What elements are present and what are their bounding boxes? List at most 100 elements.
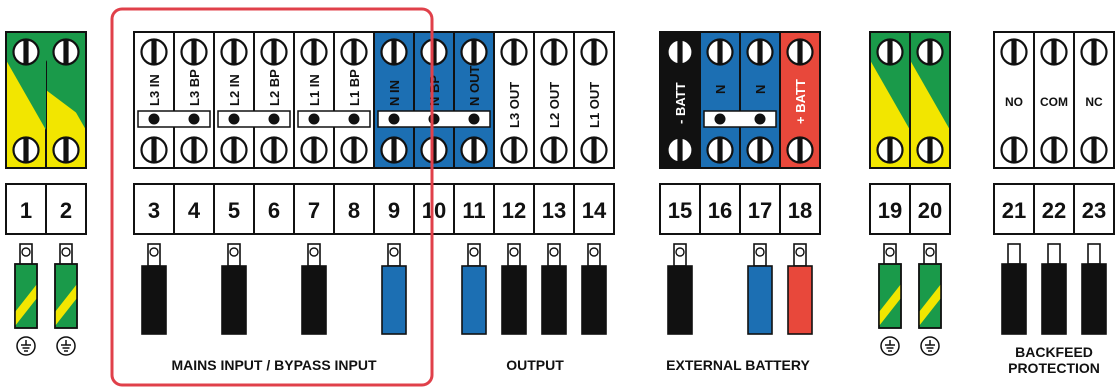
cable-earth-20 [918,243,942,329]
number-12: 12 [502,198,526,223]
number-10: 10 [422,198,446,223]
label-l3-bp: L3 BP [187,69,202,106]
number-23: 23 [1082,198,1106,223]
screw-icon-top-8 [340,38,368,66]
label-l2-in: L2 IN [227,74,242,106]
label-n-in: N IN [387,80,402,106]
group-label-protection: PROTECTION [1008,360,1100,376]
screw-icon-top-3 [140,38,168,66]
label-plus-batt: + BATT [793,79,808,124]
number-7: 7 [308,198,320,223]
group-label-external-battery: EXTERNAL BATTERY [666,357,810,373]
group-label-output: OUTPUT [506,357,564,373]
screw-icon-bottom-8 [340,136,368,164]
number-19: 19 [878,198,902,223]
screw-icon-bottom-12 [500,136,528,164]
screw-icon-top-13 [540,38,568,66]
group-label-backfeed: BACKFEED [1015,344,1093,360]
number-6: 6 [268,198,280,223]
label-l2-bp: L2 BP [267,69,282,106]
number-16: 16 [708,198,732,223]
screw-icon-top-17 [746,38,774,66]
cable-backfeed-22 [1041,243,1067,335]
cable-l1-out [581,243,607,335]
label-l3-out: L3 OUT [507,82,522,128]
screw-icon-bottom-4 [180,136,208,164]
label-n-bp: N BP [427,75,442,106]
screw-icon-top-11 [460,38,488,66]
screw-icon-top-22 [1040,38,1068,66]
number-5: 5 [228,198,240,223]
number-4: 4 [188,198,201,223]
number-8: 8 [348,198,360,223]
screw-icon-top-5 [220,38,248,66]
ground-symbol-icon-1 [16,336,36,356]
screw-icon-bottom-11 [460,136,488,164]
screw-icon-bottom-14 [580,136,608,164]
label-n-17: N [753,85,768,94]
label-nc: NC [1085,95,1103,109]
screw-icon-bottom-23 [1080,136,1108,164]
screw-icon-top-23 [1080,38,1108,66]
number-1: 1 [20,198,32,223]
number-13: 13 [542,198,566,223]
screw-icon-bottom-18 [786,136,814,164]
number-9: 9 [388,198,400,223]
number-3: 3 [148,198,160,223]
screw-icon-bottom-21 [1000,136,1028,164]
number-17: 17 [748,198,772,223]
screw-icon-bottom-6 [260,136,288,164]
screw-icon-top-4 [180,38,208,66]
number-15: 15 [668,198,692,223]
screw-icon-top-19 [876,38,904,66]
number-20: 20 [918,198,942,223]
cable-l2-in [221,243,247,335]
number-2: 2 [60,198,72,223]
cable-earth-1 [14,243,38,329]
label-l1-in: L1 IN [307,74,322,106]
cable-l2-out [541,243,567,335]
screw-icon-bottom-9 [380,136,408,164]
screw-icon-top-15 [666,38,694,66]
screw-icon-bottom-13 [540,136,568,164]
screw-group [12,38,1108,164]
cable-l3-in [141,243,167,335]
label-l3-in: L3 IN [147,74,162,106]
screw-icon-top-10 [420,38,448,66]
terminal-number-row: 1 2 3 4 5 6 7 8 9 10 11 12 13 14 15 16 1… [5,183,1115,235]
screw-icon-bottom-7 [300,136,328,164]
label-l2-out: L2 OUT [547,82,562,128]
screw-icon-bottom-5 [220,136,248,164]
screw-icon-top-6 [260,38,288,66]
cable-earth-19 [878,243,902,329]
ground-symbol-group [16,336,940,356]
screw-icon-bottom-15 [666,136,694,164]
screw-icon-top-2 [52,38,80,66]
screw-icon-bottom-20 [916,136,944,164]
screw-icon-bottom-22 [1040,136,1068,164]
screw-icon-bottom-1 [12,136,40,164]
screw-icon-bottom-16 [706,136,734,164]
cable-backfeed-23 [1081,243,1107,335]
screw-icon-top-7 [300,38,328,66]
cable-backfeed-21 [1001,243,1027,335]
screw-icon-top-14 [580,38,608,66]
screw-icon-top-18 [786,38,814,66]
screw-icon-top-20 [916,38,944,66]
screw-icon-top-9 [380,38,408,66]
label-l1-out: L1 OUT [587,82,602,128]
number-18: 18 [788,198,812,223]
label-no: NO [1005,95,1023,109]
screw-icon-bottom-19 [876,136,904,164]
screw-icon-top-1 [12,38,40,66]
label-com: COM [1040,95,1068,109]
cable-l3-out [501,243,527,335]
label-n-out: N OUT [467,66,482,107]
cable-group [14,243,1107,335]
screw-icon-bottom-10 [420,136,448,164]
screw-icon-top-21 [1000,38,1028,66]
number-14: 14 [582,198,607,223]
label-minus-batt: - BATT [673,82,688,124]
cable-plus-batt [787,243,813,335]
